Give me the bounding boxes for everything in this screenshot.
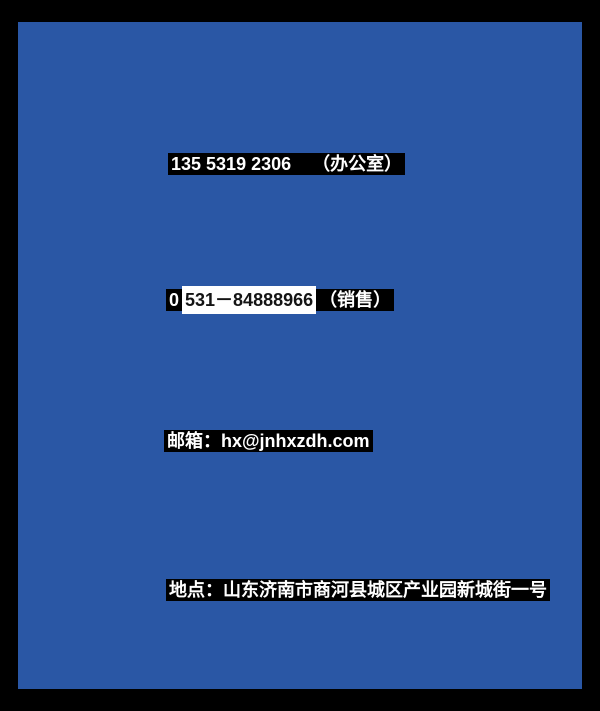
sales-phone-label: （销售） [316,289,395,311]
email-text: 邮箱：hx@jnhxzdh.com [164,430,373,452]
office-phone-label: （办公室） [318,153,406,175]
address-line: 地点：山东济南市商河县城区产业园新城街一号 [166,579,550,601]
office-phone-gap [294,153,319,175]
office-phone-line: 135 5319 2306 （办公室） [168,153,406,175]
sales-phone-number-selected: 531－84888966 [182,286,317,314]
email-line: 邮箱：hx@jnhxzdh.com [164,430,373,452]
office-phone-number: 135 5319 2306 [168,153,295,175]
address-text: 地点：山东济南市商河县城区产业园新城街一号 [166,579,550,601]
sales-phone-prefix: 0 [166,289,183,311]
